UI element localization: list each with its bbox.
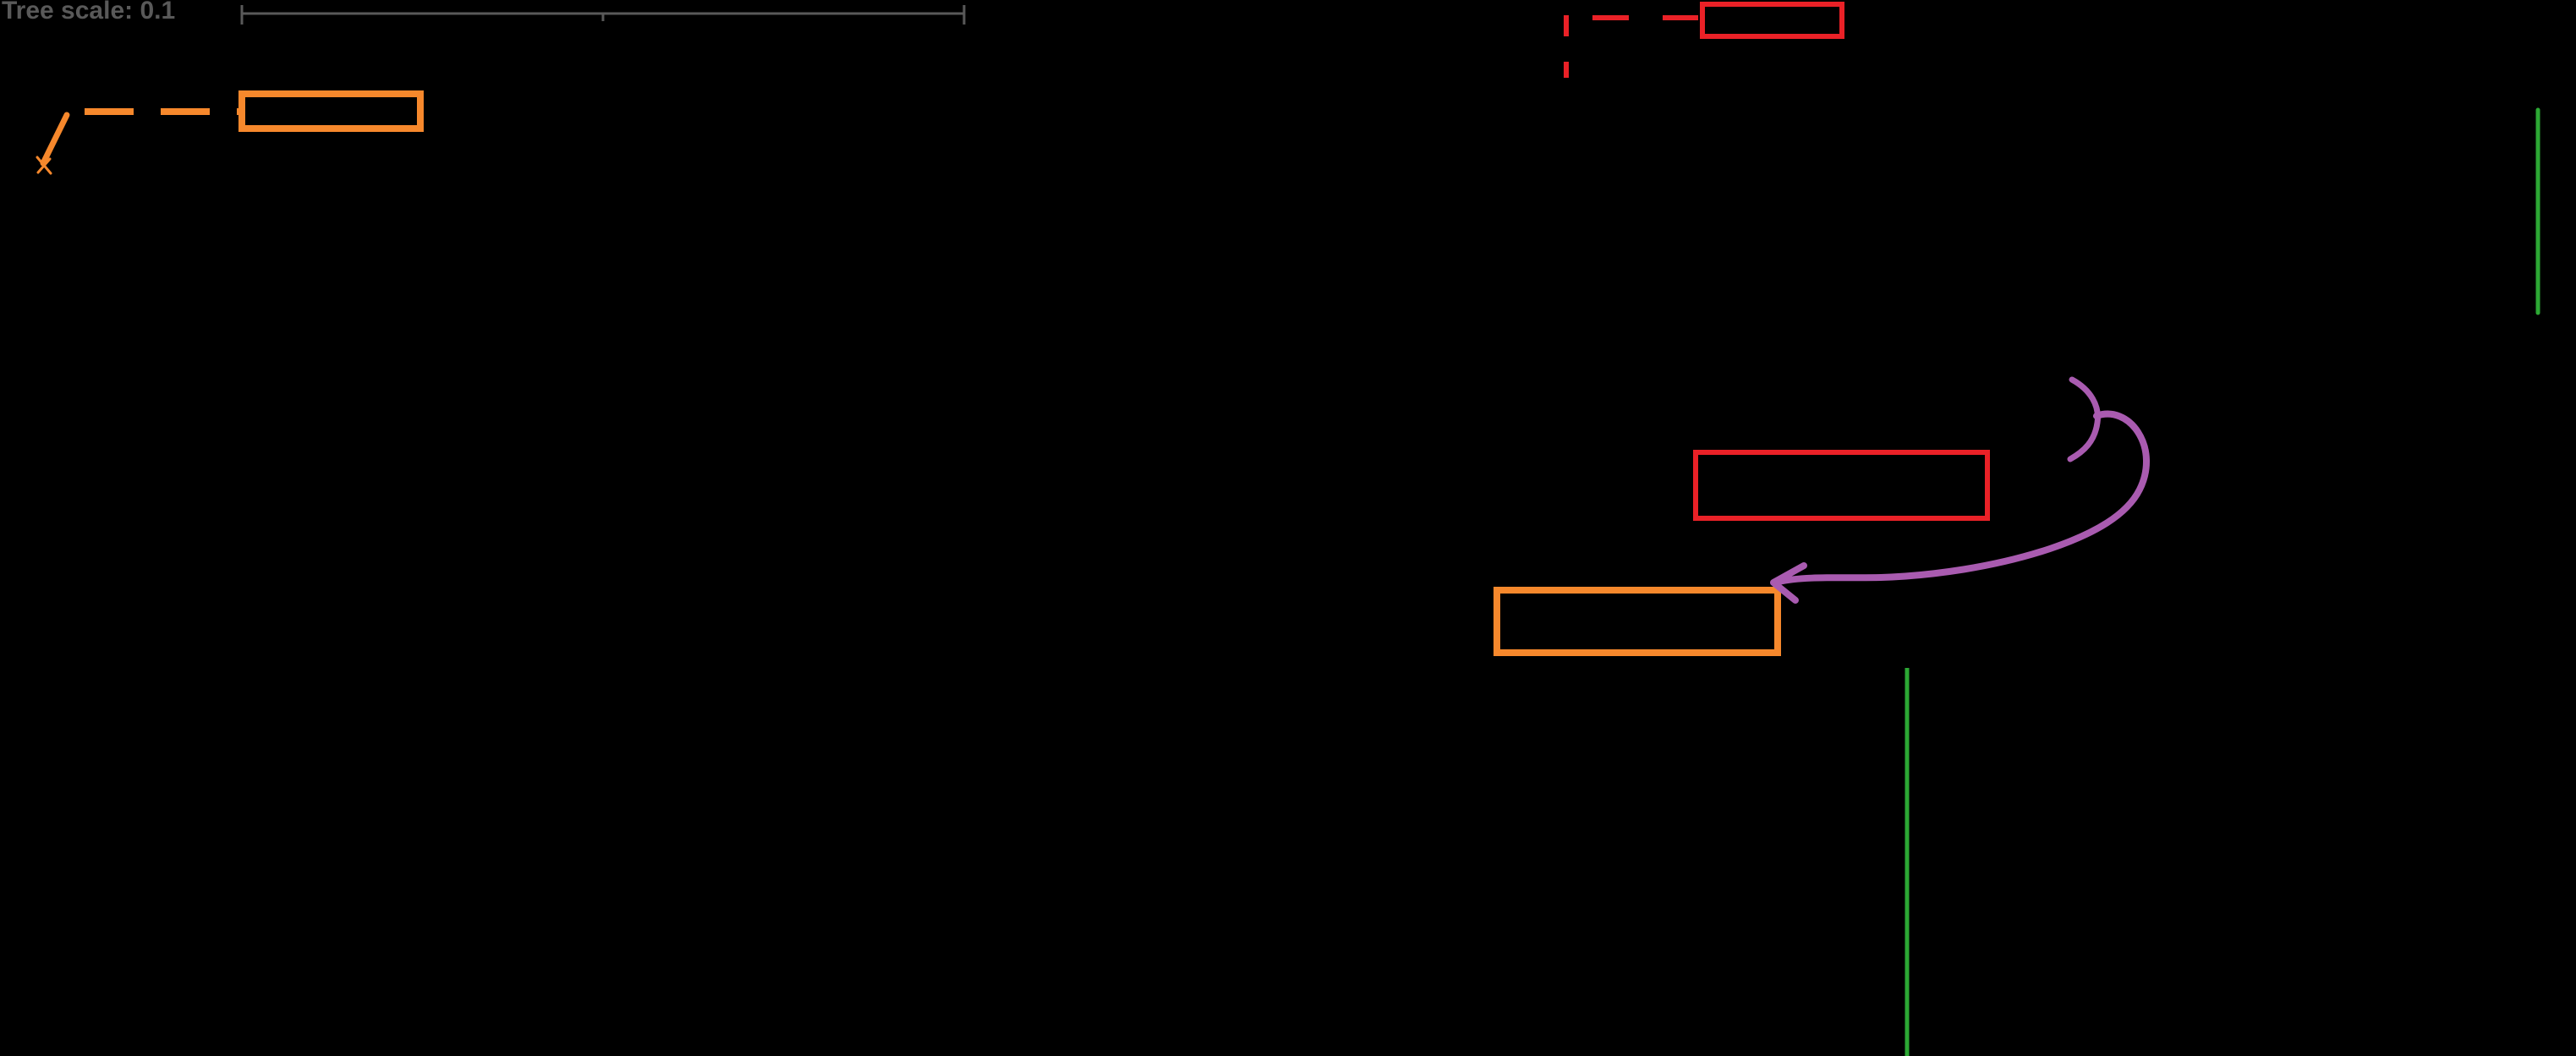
orange-branch-diagonal	[40, 112, 70, 167]
tree-scale-label: Tree scale: 0.1	[2, 0, 176, 25]
orange-highlight-box-2	[1494, 587, 1781, 656]
red-highlight-box-1	[1700, 2, 1844, 39]
purple-arrow-head	[1770, 562, 1807, 604]
purple-annotation-arc	[2067, 376, 2101, 462]
orange-highlight-box-1	[238, 90, 424, 132]
orange-x-mark	[36, 156, 52, 175]
red-highlight-box-2	[1693, 450, 1990, 521]
purple-arrow-shaft	[1775, 410, 2150, 585]
